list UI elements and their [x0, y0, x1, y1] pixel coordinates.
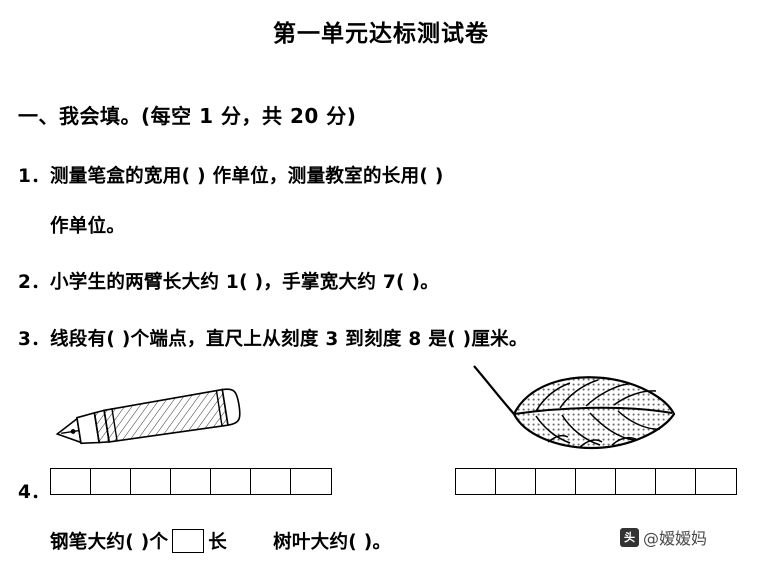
- section-heading: 一、我会填。(每空 1 分，共 20 分): [18, 104, 357, 128]
- grid-cell: [131, 469, 171, 494]
- page-title: 第一单元达标测试卷: [273, 21, 489, 47]
- grid-cell: [456, 469, 496, 494]
- grid-cell: [616, 469, 656, 494]
- question-1-line-1: 1．测量笔盒的宽用( ) 作单位，测量教室的长用( ): [18, 166, 444, 187]
- leaf-icon: [452, 358, 682, 467]
- measure-grid-pen: [50, 468, 332, 495]
- grid-cell: [656, 469, 696, 494]
- toutiao-logo-icon: 头条: [620, 527, 639, 563]
- watermark: 头条 @嫒嫒妈: [620, 525, 708, 563]
- question-2: 2．小学生的两臂长大约 1( )，手掌宽大约 7( )。: [18, 272, 440, 293]
- watermark-text: @嫒嫒妈: [643, 529, 708, 548]
- grid-cell: [251, 469, 291, 494]
- grid-cell: [171, 469, 211, 494]
- measure-grid-leaf: [455, 468, 737, 495]
- question-4-answer-line: 钢笔大约( )个 长 树叶大约( )。: [50, 528, 391, 554]
- question-4-pen-label-tail: 长: [208, 532, 228, 553]
- question-3: 3．线段有( )个端点，直尺上从刻度 3 到刻度 8 是( )厘米。: [18, 329, 528, 350]
- grid-cell: [696, 469, 736, 494]
- grid-cell: [51, 469, 91, 494]
- grid-cell: [496, 469, 536, 494]
- grid-cell: [291, 469, 331, 494]
- fountain-pen-icon: [48, 378, 268, 462]
- question-1-line-2: 作单位。: [50, 216, 126, 237]
- grid-cell: [536, 469, 576, 494]
- question-4-pen-label: 钢笔大约( )个: [50, 532, 169, 553]
- unit-answer-box[interactable]: [172, 529, 205, 553]
- question-4-number: 4．: [18, 482, 50, 503]
- grid-cell: [91, 469, 131, 494]
- grid-cell: [211, 469, 251, 494]
- grid-cell: [576, 469, 616, 494]
- question-4-leaf-label: 树叶大约( )。: [273, 532, 392, 553]
